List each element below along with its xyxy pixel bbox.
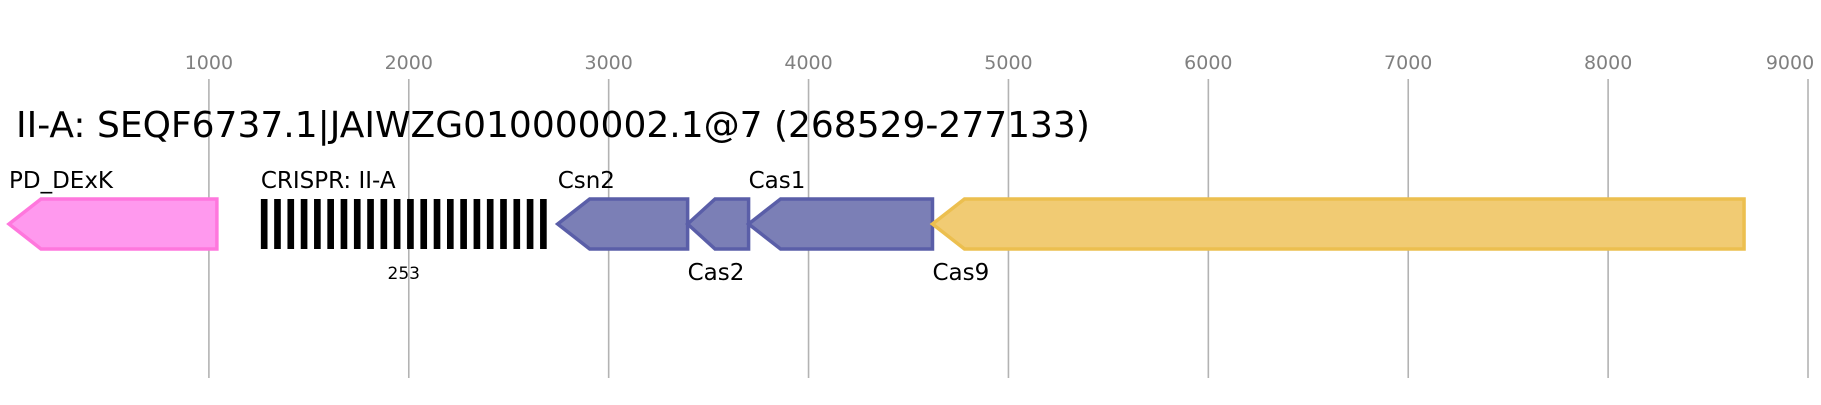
gene-cas9-label: Cas9 xyxy=(932,260,989,286)
crispr-repeat xyxy=(486,199,494,249)
tick-label-7000: 7000 xyxy=(1384,52,1432,74)
gene-cas9-arrow xyxy=(929,197,1746,251)
tick-label-9000: 9000 xyxy=(1766,52,1814,74)
crispr-repeat xyxy=(340,199,348,249)
crispr-repeat xyxy=(353,199,361,249)
crispr-repeat xyxy=(540,199,547,249)
tick-label-8000: 8000 xyxy=(1584,52,1632,74)
crispr-repeat xyxy=(367,199,374,249)
crispr-repeat xyxy=(260,199,268,249)
gene-cas2-arrow xyxy=(685,197,751,251)
crispr-repeat xyxy=(407,199,414,249)
tick-label-2000: 2000 xyxy=(385,52,433,74)
gene-pd-dexk-arrow xyxy=(6,197,219,251)
crispr-repeat xyxy=(300,199,308,249)
tick-label-3000: 3000 xyxy=(584,52,632,74)
crispr-repeat xyxy=(500,199,507,249)
tick-label-4000: 4000 xyxy=(784,52,832,74)
crispr-repeat xyxy=(473,199,481,249)
crispr-repeat xyxy=(380,199,388,249)
crispr-array: CRISPR: II-A 253 xyxy=(260,168,547,284)
crispr-repeat xyxy=(393,199,401,249)
crispr-repeat-count: 253 xyxy=(388,264,420,284)
crispr-repeat xyxy=(274,199,281,249)
crispr-array-label: CRISPR: II-A xyxy=(261,168,396,194)
gene-csn2-arrow xyxy=(554,197,690,251)
crispr-repeat xyxy=(420,199,428,249)
crispr-repeat xyxy=(327,199,334,249)
crispr-repeat xyxy=(513,199,521,249)
tick-label-1000: 1000 xyxy=(185,52,233,74)
crispr-repeat xyxy=(287,199,295,249)
tick-label-6000: 6000 xyxy=(1184,52,1232,74)
gene-pd-dexk-label: PD_DExK xyxy=(9,168,114,194)
crispr-repeat xyxy=(446,199,454,249)
axis-tick-labels: 1000 2000 3000 4000 5000 6000 7000 8000 9000 xyxy=(185,52,1814,74)
crispr-repeat xyxy=(433,199,441,249)
locus-title: II-A: SEQF6737.1|JAIWZG010000002.1@7 (26… xyxy=(16,105,1090,146)
crispr-repeat xyxy=(460,199,467,249)
gene-cas2-label: Cas2 xyxy=(688,260,745,286)
gene-cas1-arrow xyxy=(745,197,935,251)
crispr-repeat xyxy=(526,199,534,249)
tick-label-5000: 5000 xyxy=(984,52,1032,74)
crispr-repeat xyxy=(314,199,321,249)
gene-cas1-label: Cas1 xyxy=(749,168,806,194)
gene-csn2-label: Csn2 xyxy=(558,168,615,194)
